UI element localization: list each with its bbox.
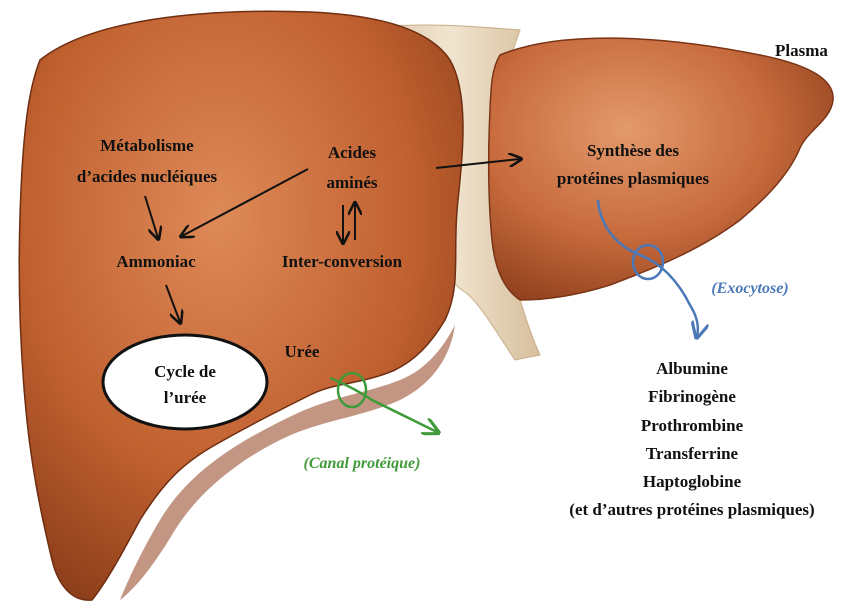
cycle-label-line2: l’urée [164,388,207,407]
protein-item: Albumine [656,359,728,378]
protein-item: Fibrinogène [648,387,736,406]
plasma-label: Plasma [775,41,828,60]
uree-label: Urée [285,342,320,361]
metabolisme-label-line1: Métabolisme [100,136,194,155]
protein-item: Transferrine [646,444,739,463]
protein-list: Albumine Fibrinogène Prothrombine Transf… [569,359,814,519]
canal-label: (Canal protéique) [304,455,421,472]
exocytose-label: (Exocytose) [711,280,788,297]
ammoniac-label: Ammoniac [116,252,196,271]
metabolisme-label-line2: d’acides nucléiques [77,167,218,186]
synthese-label-line2: protéines plasmiques [557,169,710,188]
protein-item: Prothrombine [641,416,744,435]
protein-item: (et d’autres protéines plasmiques) [569,500,814,519]
urea-cycle-ellipse [103,335,267,429]
acides-label-line2: aminés [327,173,378,192]
interconversion-label: Inter-conversion [282,252,403,271]
liver-left-lobe [19,11,463,600]
synthese-label-line1: Synthèse des [587,141,679,160]
cycle-label-line1: Cycle de [154,362,216,381]
protein-item: Haptoglobine [643,472,742,491]
acides-label-line1: Acides [328,143,377,162]
